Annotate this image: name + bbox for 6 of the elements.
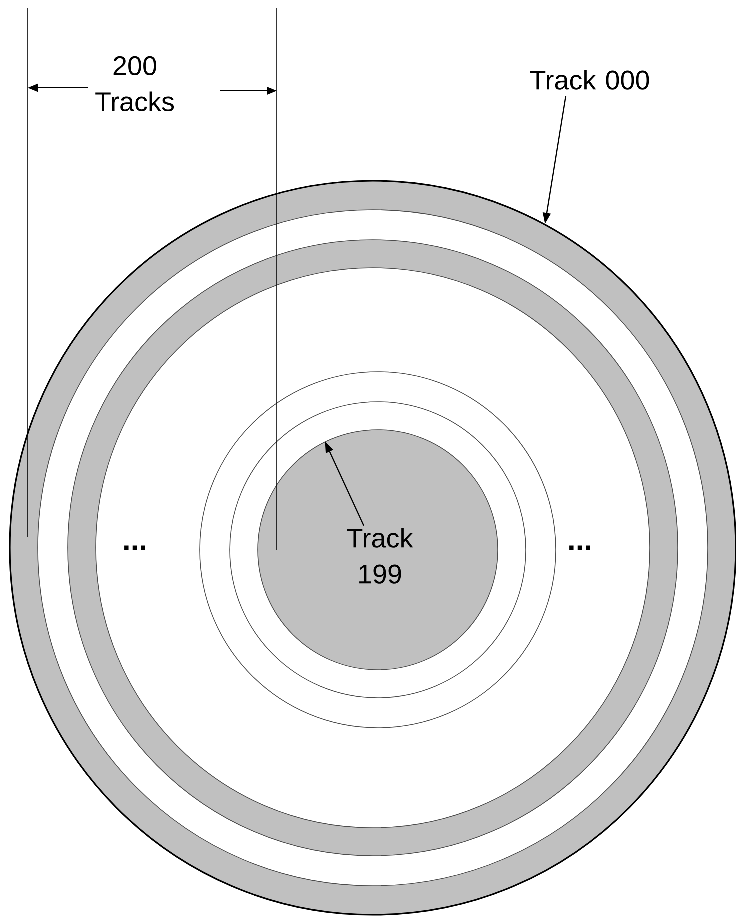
ellipsis-mark: ... (570, 546, 590, 550)
track-label: Track 199 (347, 528, 414, 584)
ellipsis-mark: ... (124, 546, 146, 550)
track-label: Track 000 (530, 70, 650, 90)
center-track-disk (258, 430, 498, 670)
dimension-label: 200 Tracks (96, 56, 174, 112)
